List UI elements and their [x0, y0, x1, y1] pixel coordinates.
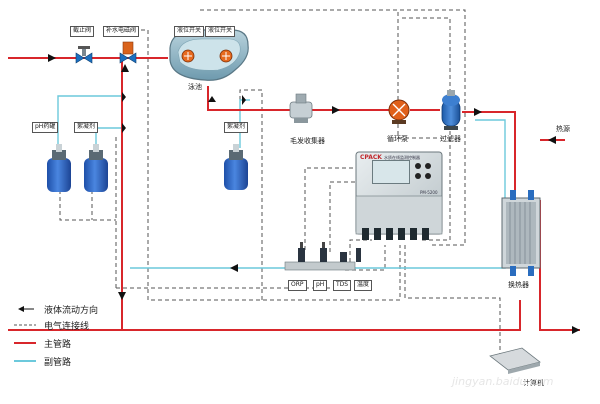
flow-arrow-inlet	[48, 54, 56, 62]
sensor-orp-probe	[298, 242, 305, 262]
label-filter: 过滤器	[440, 135, 461, 143]
solenoid-valve	[119, 41, 137, 64]
flow-arrow-chlorine	[122, 123, 126, 133]
computer-icon	[489, 347, 541, 374]
pool-level-switch-left-icon	[181, 49, 195, 63]
aux-pipe-tank2	[95, 127, 122, 145]
ph-dosing-tank	[47, 144, 71, 192]
label-pool-switch-left: 液位开关	[174, 26, 205, 37]
elec-line-pool-switch	[232, 9, 466, 246]
legend-graphics	[14, 306, 36, 362]
flow-arrow-collector	[332, 106, 340, 114]
main-pipe-filter-hx	[462, 111, 516, 200]
sensor-tds-probe	[340, 252, 347, 262]
sensor-label-orp: ORP	[288, 280, 307, 291]
label-solenoid-valve: 补水电磁阀	[103, 26, 140, 37]
label-heat-source: 热源	[556, 125, 570, 133]
label-hair-collector: 毛发收集器	[290, 137, 325, 145]
label-pool: 泳池	[188, 83, 202, 91]
elec-line-tank3	[239, 89, 263, 300]
flow-arrow-heat-in	[548, 136, 556, 144]
label-heat-exchanger: 换热器	[508, 281, 529, 289]
elec-line-sensor-temp	[345, 245, 386, 271]
flow-arrow-pool-out	[208, 96, 216, 102]
aux-pipe-bottom	[130, 200, 506, 269]
controller-brand: CPACK	[360, 154, 382, 161]
sensor-temp-probe	[356, 248, 361, 262]
label-chlorine-tank: 絮凝剂	[74, 122, 99, 133]
elec-line-sensor-ph	[329, 181, 355, 252]
check-valve	[75, 46, 93, 64]
sand-filter	[441, 90, 461, 130]
flow-arrow-floc	[242, 95, 246, 105]
flow-arrow-ph	[122, 92, 126, 102]
flocculant-tank	[224, 144, 248, 190]
sensor-label-ph: pH	[313, 280, 328, 291]
sensor-array	[284, 242, 361, 271]
hair-collector	[289, 93, 313, 123]
pool	[169, 29, 249, 81]
controller-screen	[372, 160, 410, 184]
elec-line-computer	[404, 245, 501, 360]
sensor-label-temp: 温度	[354, 280, 373, 291]
aux-pipe-filter-return	[475, 119, 506, 200]
label-computer: 计算机	[523, 379, 544, 387]
aux-pipe-tank1	[57, 95, 122, 145]
main-pipe-heat-source	[539, 139, 580, 331]
pool-level-switch-right-icon	[219, 49, 233, 63]
flow-arrow-aux-bottom	[230, 264, 238, 272]
sensor-ph-probe	[320, 242, 327, 262]
controller-model: PM-5200	[420, 190, 438, 195]
label-circulation-pump: 循环泵	[387, 135, 408, 143]
label-check-valve: 截止阀	[70, 26, 95, 37]
elec-line-sensor-orp	[304, 167, 355, 250]
controller-screen-title: 水质在线监测控制器	[384, 155, 420, 160]
elec-line-tank1	[59, 190, 116, 221]
label-ph-tank: pH药罐	[32, 122, 59, 133]
chlorine-tank	[84, 144, 108, 192]
label-pool-switch-right: 液位开关	[205, 26, 236, 37]
elec-line-pool-down	[147, 72, 401, 301]
sensor-label-tds: TDS	[333, 280, 352, 291]
legend-flow-text: 液体流动方向	[44, 306, 99, 316]
legend-flow-arrow-icon	[18, 306, 34, 312]
label-flocculant-tank: 絮凝剂	[224, 122, 249, 133]
flow-arrow-left-1	[121, 64, 129, 72]
legend-aux-text: 副管路	[44, 358, 72, 368]
flow-arrow-heat-out	[572, 326, 580, 334]
flow-arrow-left-down	[118, 292, 126, 300]
watermark: jingyan.baidu.com	[452, 375, 554, 388]
heat-exchanger	[501, 190, 541, 276]
elec-line-pump	[402, 17, 451, 241]
legend-elec-text: 电气连接线	[44, 322, 90, 332]
legend-main-text: 主管路	[44, 340, 72, 350]
circulation-pump	[388, 99, 410, 124]
flow-arrow-filter	[474, 108, 482, 116]
main-pipe-pool-out	[207, 86, 300, 111]
flow-arrows	[48, 54, 580, 334]
